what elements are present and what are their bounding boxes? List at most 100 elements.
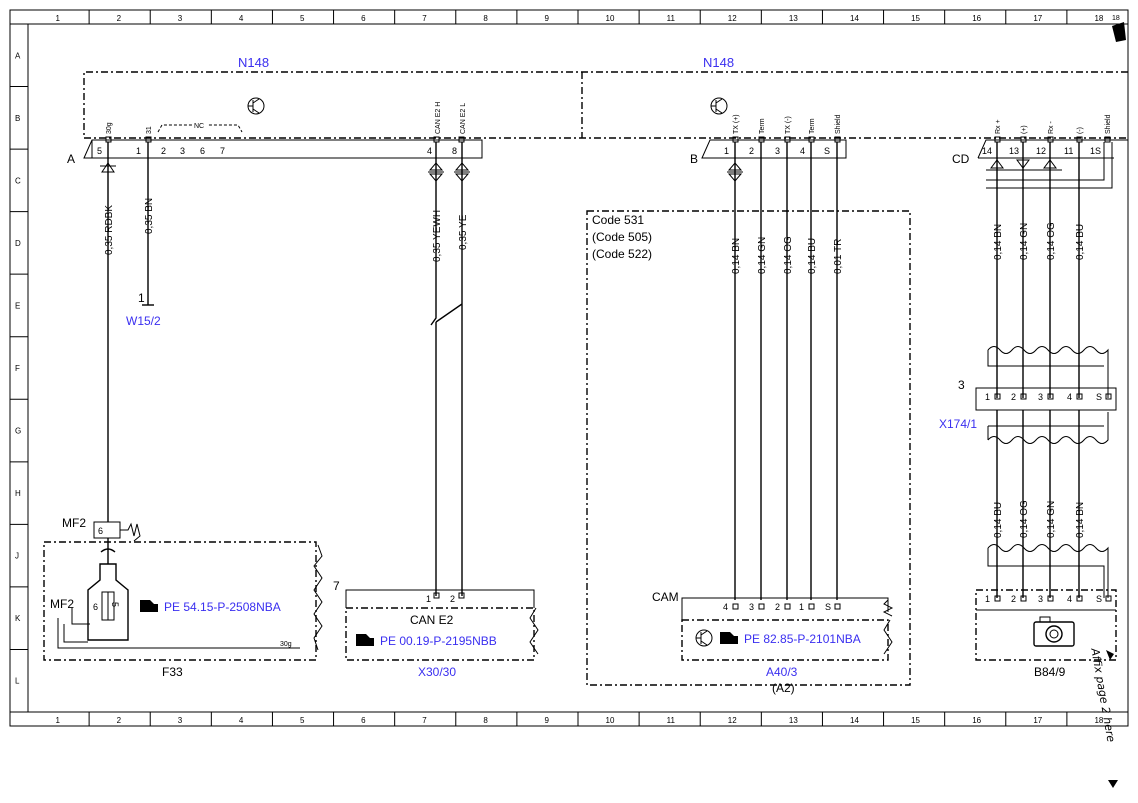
column-label-bottom: 9 [544, 716, 549, 725]
x174-pin-number: 1 [985, 392, 990, 402]
a40-reference: PE 82.85-P-2101NBA [744, 632, 861, 646]
column-label-bottom: 17 [1033, 716, 1042, 725]
pin-b2-function: Term [759, 118, 766, 134]
row-label: D [15, 239, 21, 248]
pin-a1-number: 1 [136, 146, 141, 156]
column-label-top: 13 [789, 14, 798, 23]
wire-b4: 0,14 BU [807, 142, 818, 600]
row-label: E [15, 301, 20, 310]
column-label-top: 15 [911, 14, 920, 23]
column-label-bottom: 15 [911, 716, 920, 725]
pin-cd11-function: (-) [1077, 127, 1084, 134]
pin-a4-number: 4 [427, 146, 432, 156]
reference-hand-icon [140, 600, 158, 612]
column-label-top: 5 [300, 14, 305, 23]
x174-name: X174/1 [939, 417, 977, 431]
component-x30-30: 7 1 2 CAN E2 PE 00.19-P-2195NBB X30/30 [333, 579, 539, 679]
pin-b3-number: 3 [775, 146, 780, 156]
fuse-pin: 6 [93, 602, 98, 612]
column-label-top: 10 [606, 14, 615, 23]
camera-icon [1033, 616, 1075, 647]
wire-a4-label: 0,35 YEWH [432, 210, 443, 262]
b84-pin-terminal [1105, 595, 1112, 602]
cam-pin-terminal [808, 603, 815, 610]
x174-pin-terminal [1105, 393, 1112, 400]
pin-b4-number: 4 [800, 146, 805, 156]
pin-cd14-number: 14 [982, 146, 992, 156]
row-label: B [15, 114, 20, 123]
connector-cd-label: CD [952, 152, 970, 166]
wire-a1-label: 0,35 BN [144, 198, 155, 234]
b84-pin-number: 3 [1038, 594, 1043, 604]
pin-nc-group: NC 2 3 6 7 [157, 122, 243, 156]
column-label-bottom: 8 [483, 716, 488, 725]
connector-a: A 30g 5 31 1 NC 2 3 6 7 CAN E2 H 4 [67, 102, 483, 166]
pin-a5-function: 30g [106, 122, 113, 134]
transistor-icon [695, 629, 713, 647]
pin-a5: 30g 5 [97, 122, 113, 156]
pin-a8: CAN E2 L 8 [452, 103, 467, 156]
transistor-icon [247, 97, 265, 115]
b84-pin-number: S [1096, 594, 1102, 604]
f33-name: F33 [162, 665, 183, 679]
pin-b2: Term 2 [749, 118, 766, 156]
cam-pin-terminal [834, 603, 841, 610]
pin-cd12-function: Rx - [1048, 121, 1055, 135]
column-label-top: 7 [422, 14, 427, 23]
page-corner-icon: 18 [1112, 15, 1126, 42]
pin-cd13-function: (+) [1021, 125, 1028, 134]
wire-b1: 0,14 BN [727, 142, 743, 600]
pin-cd11-number: 11 [1064, 146, 1073, 156]
fuse-value: 5 [110, 602, 120, 607]
page-marker-icon [1106, 650, 1118, 788]
row-label: G [15, 427, 21, 436]
column-label-top: 6 [361, 14, 366, 23]
wire-a8: 0,35 YE [435, 142, 470, 596]
pin-b4: Term 4 [800, 118, 816, 156]
pin-a6-number: 6 [200, 146, 205, 156]
wire-x3-label: 0,14 GN [1046, 501, 1057, 538]
pin-a4-function: CAN E2 H [435, 102, 442, 134]
b84-pin-terminal [1020, 595, 1027, 602]
x174-pin-terminal [1047, 393, 1054, 400]
column-label-top: 3 [178, 14, 183, 23]
wire-cd14-label: 0,14 BN [993, 224, 1004, 260]
pin-a4: CAN E2 H 4 [427, 102, 442, 156]
n148-module: N148 N148 [83, 55, 1128, 139]
x174-pin-terminal [1020, 393, 1027, 400]
wire-b3-label: 0,14 OG [783, 236, 794, 274]
pin-cd1s-function: Shield [1105, 114, 1112, 134]
column-label-bottom: 7 [422, 716, 427, 725]
pin-cd12-number: 12 [1036, 146, 1046, 156]
column-label-bottom: 2 [117, 716, 122, 725]
pin-b1: TX (+) 1 [724, 114, 740, 156]
wire-x4-label: 0,14 BN [1075, 502, 1086, 538]
column-label-bottom: 4 [239, 716, 244, 725]
column-label-bottom: 11 [667, 716, 676, 725]
pin-b3-function: TX (-) [785, 116, 792, 134]
column-label-top: 1 [56, 14, 61, 23]
code-531: Code 531 [592, 213, 644, 227]
f33-reference: PE 54.15-P-2508NBA [164, 600, 281, 614]
n148-label-right: N148 [703, 55, 734, 70]
row-label: J [15, 552, 19, 561]
a40-sub: (A2) [772, 681, 795, 695]
x174-pin-number: 3 [1038, 392, 1043, 402]
wire-x1-label: 0,14 BU [993, 502, 1004, 538]
b84-pin-terminal [1047, 595, 1054, 602]
row-label: C [15, 176, 21, 185]
wire-a5: 0,35 RDBK [100, 142, 116, 522]
wire-bs: 0,01 TR [833, 142, 844, 600]
cam-pin-number: S [825, 602, 831, 612]
wire-b3: 0,14 OG [783, 142, 794, 600]
x30-pin1: 1 [426, 594, 431, 604]
w15-pin: 1 [138, 291, 145, 305]
x174-pin-number: 4 [1067, 392, 1072, 402]
n148-label-left: N148 [238, 55, 269, 70]
b84-pin-number: 2 [1011, 594, 1016, 604]
column-label-top: 18 [1094, 14, 1103, 23]
cam-pin-number: 3 [749, 602, 754, 612]
x174-pin-terminal [994, 393, 1001, 400]
